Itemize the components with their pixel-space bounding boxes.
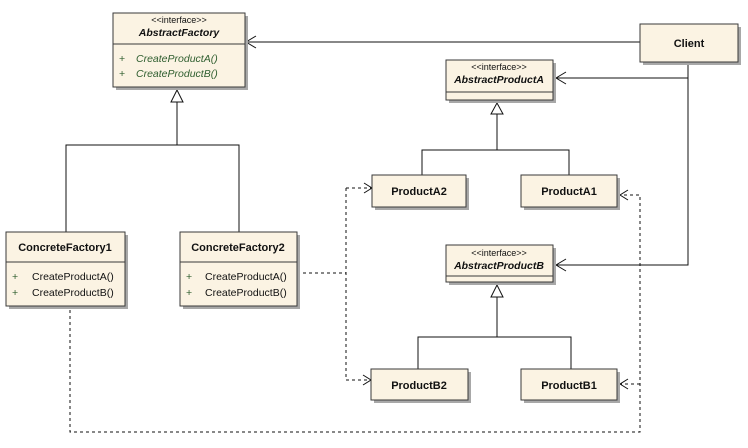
product-a-generalization-lines	[421, 114, 570, 175]
concrete-factory-2-class[interactable]: ConcreteFactory2 + CreateProductA() + Cr…	[179, 231, 300, 309]
abstract-product-a-name: AbstractProductA	[453, 74, 544, 86]
client-class[interactable]: Client	[639, 23, 741, 65]
concrete-factory-2-op1: CreateProductA()	[205, 271, 287, 283]
concrete-factory-2-op2-visibility: +	[186, 287, 192, 299]
abstract-product-b-stereotype: <<interface>>	[471, 248, 527, 258]
factory-generalization-lines	[65, 102, 240, 232]
abstract-product-b-name: AbstractProductB	[453, 260, 544, 272]
concrete-factory-1-op2: CreateProductB()	[32, 287, 114, 299]
product-b1-class[interactable]: ProductB1	[520, 368, 620, 403]
abstract-factory-op2: CreateProductB()	[136, 68, 218, 80]
product-a1-class[interactable]: ProductA1	[520, 174, 620, 210]
abstract-factory-op1: CreateProductA()	[136, 53, 218, 65]
client-to-abstract-product-b-association	[556, 78, 689, 266]
abstract-factory-name: AbstractFactory	[138, 27, 221, 39]
abstract-product-b-class[interactable]: <<interface>> AbstractProductB	[445, 244, 556, 285]
concrete-factory-1-class[interactable]: ConcreteFactory1 + CreateProductA() + Cr…	[5, 231, 128, 309]
product-b1-name: ProductB1	[541, 380, 597, 392]
concrete-factory-1-name: ConcreteFactory1	[18, 242, 112, 254]
concrete-factory-2-name: ConcreteFactory2	[191, 242, 285, 254]
concrete-factory-2-op2: CreateProductB()	[205, 287, 287, 299]
product-b-generalization-lines	[417, 297, 572, 369]
product-a2-class[interactable]: ProductA2	[371, 174, 469, 210]
factory2-dependency-lines	[297, 187, 372, 381]
product-a2-name: ProductA2	[391, 186, 447, 198]
product-a-generalization-triangle	[490, 101, 504, 115]
abstract-factory-op2-visibility: +	[119, 68, 125, 80]
product-b-generalization-triangle	[490, 283, 504, 298]
client-name: Client	[674, 38, 705, 50]
abstract-factory-stereotype: <<interface>>	[151, 15, 207, 25]
abstract-product-a-stereotype: <<interface>>	[471, 62, 527, 72]
product-b2-name: ProductB2	[391, 380, 447, 392]
factory-generalization-triangle	[170, 88, 184, 103]
product-a1-name: ProductA1	[541, 186, 597, 198]
concrete-factory-1-op1: CreateProductA()	[32, 271, 114, 283]
abstract-factory-class[interactable]: <<interface>> AbstractFactory + CreatePr…	[112, 12, 248, 90]
product-b2-class[interactable]: ProductB2	[370, 368, 471, 403]
abstract-product-a-class[interactable]: <<interface>> AbstractProductA	[445, 59, 556, 103]
factory1-dependency-lines	[69, 194, 641, 433]
concrete-factory-1-op1-visibility: +	[12, 271, 18, 283]
abstract-factory-op1-visibility: +	[119, 53, 125, 65]
concrete-factory-1-op2-visibility: +	[12, 287, 18, 299]
concrete-factory-2-op1-visibility: +	[186, 271, 192, 283]
connectors	[65, 35, 689, 433]
